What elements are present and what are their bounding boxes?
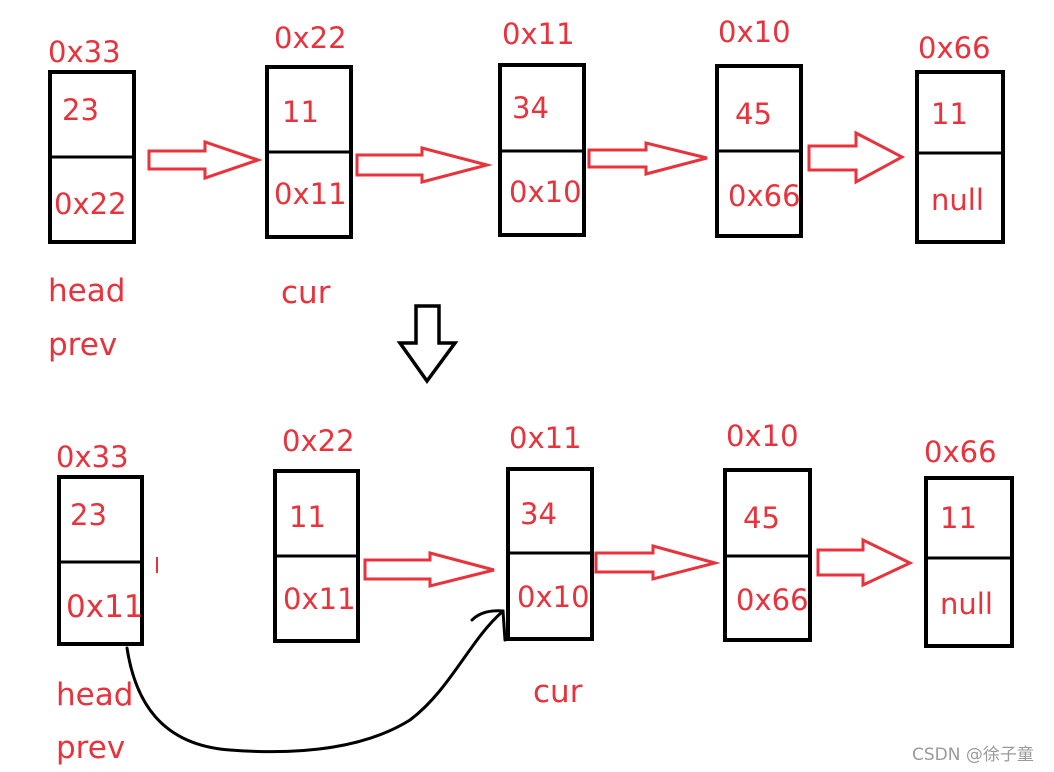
bottom-arrow-2 [594,544,721,581]
top-node-1-address: 0x33 [48,35,121,69]
bottom-row: 0x33 23 0x11 0x22 11 0x11 0x11 34 0x10 0… [56,419,1014,766]
top-node-4: 0x10 45 0x66 [715,15,803,238]
bottom-node-3-address: 0x11 [509,421,582,455]
bottom-node-1-next: 0x11 [66,589,144,625]
top-node-1-next: 0x22 [54,187,127,221]
top-node-1: 0x33 23 0x22 [48,35,136,244]
top-head-label: head [48,273,125,309]
bottom-node-2-next: 0x11 [283,582,356,616]
top-node-5-next: null [931,183,984,217]
skip-pointer-arrowhead [470,609,507,642]
bottom-node-1: 0x33 23 0x11 [56,440,144,646]
top-node-5-address: 0x66 [918,31,991,65]
bottom-node-2-value: 11 [289,500,326,534]
transition-down-arrow [396,304,459,384]
top-row: 0x33 23 0x22 0x22 11 0x11 0x11 34 0x10 0… [48,15,1005,363]
top-arrow-3 [587,141,708,176]
bottom-node-1-address: 0x33 [56,440,129,474]
top-node-5-value: 11 [931,97,968,131]
top-node-3-address: 0x11 [502,17,575,51]
top-node-2-address: 0x22 [274,21,347,55]
top-node-3: 0x11 34 0x10 [498,17,586,237]
top-node-4-address: 0x10 [718,15,791,49]
csdn-watermark: CSDN @徐子童 [912,745,1034,765]
bottom-head-label: head [56,677,133,713]
top-node-3-next: 0x10 [509,175,582,209]
bottom-node-5: 0x66 11 null [924,435,1014,648]
bottom-node-1-value: 23 [70,498,107,532]
bottom-node-4-address: 0x10 [726,419,799,453]
bottom-node-5-value: 11 [940,501,977,535]
top-node-5-box [915,70,1005,244]
bottom-node-3: 0x11 34 0x10 [506,421,594,641]
bottom-node-4-value: 45 [743,501,780,535]
top-node-4-value: 45 [735,97,772,131]
bottom-arrow-3 [816,537,914,588]
top-node-2-next: 0x11 [274,177,347,211]
top-node-5: 0x66 11 null [915,31,1005,244]
bottom-node-2-address: 0x22 [282,424,355,458]
top-node-2-value: 11 [282,95,319,129]
bottom-prev-label: prev [56,730,125,766]
top-node-1-value: 23 [62,93,99,127]
bottom-node-3-value: 34 [520,497,557,531]
top-node-3-value: 34 [512,91,549,125]
top-arrow-1 [147,139,263,181]
top-node-4-next: 0x66 [728,179,801,213]
bottom-arrow-1 [363,551,495,588]
bottom-node-2: 0x22 11 0x11 [273,424,360,643]
bottom-node-4-next: 0x66 [736,583,809,617]
bottom-node-5-box [924,476,1014,648]
bottom-cur-label: cur [533,674,583,710]
bottom-node-3-next: 0x10 [517,580,590,614]
bottom-node-4: 0x10 45 0x66 [723,419,812,642]
skip-pointer-curve [125,610,504,754]
top-node-2: 0x22 11 0x11 [265,21,353,239]
top-cur-label: cur [281,275,331,311]
top-arrow-4 [807,130,906,185]
bottom-node-5-next: null [940,587,993,621]
bottom-node-5-address: 0x66 [924,435,997,469]
top-arrow-2 [355,146,493,184]
top-prev-label: prev [48,327,117,363]
